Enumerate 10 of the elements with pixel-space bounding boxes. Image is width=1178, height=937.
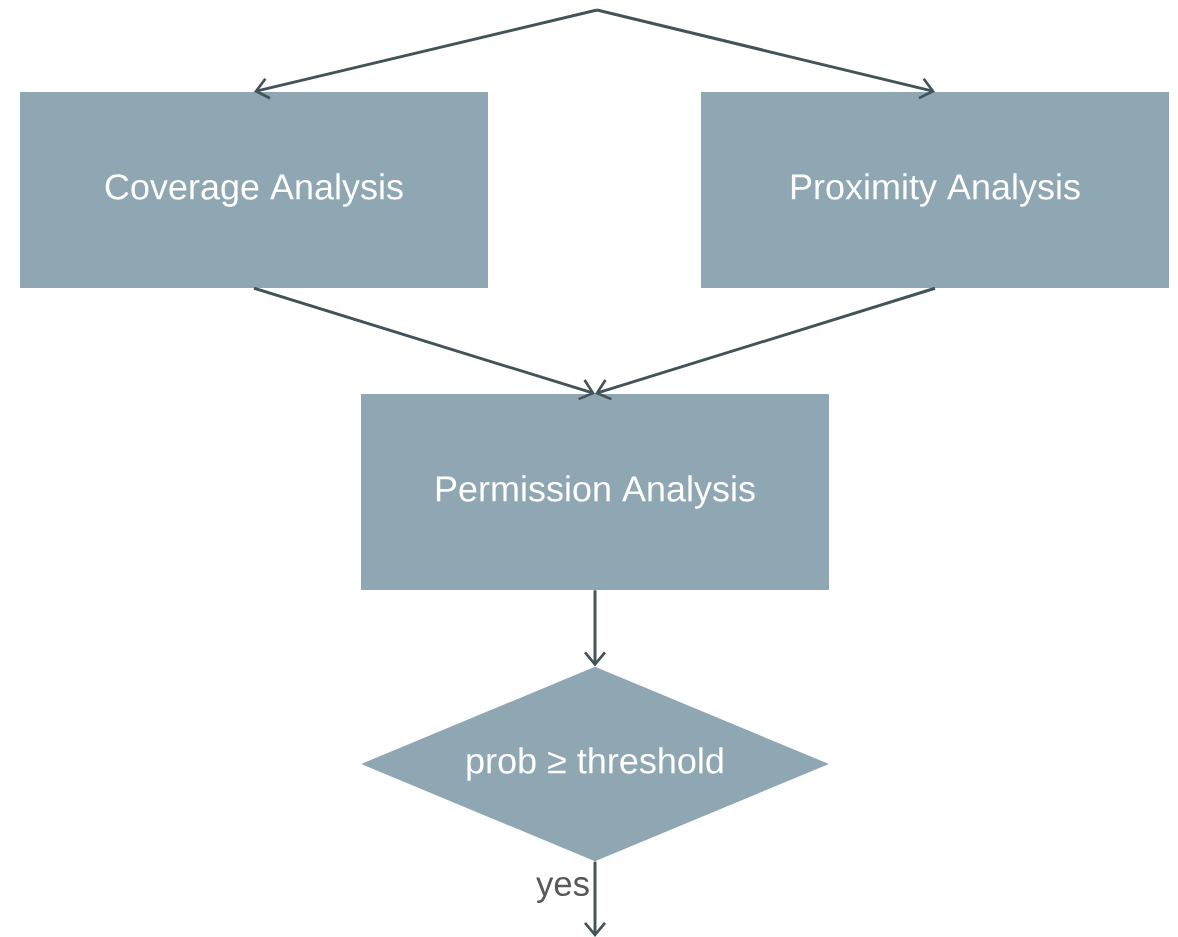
arrow xyxy=(254,8,598,100)
arrow xyxy=(253,286,595,401)
process-box: Proximity Analysis xyxy=(701,92,1169,288)
arrow xyxy=(595,286,936,401)
process-box: Permission Analysis xyxy=(361,394,829,590)
arrow xyxy=(596,8,935,100)
process-box: Coverage Analysis xyxy=(20,92,488,288)
arrow xyxy=(584,590,607,667)
edge-label: yes xyxy=(536,877,589,903)
arrow xyxy=(584,861,607,937)
